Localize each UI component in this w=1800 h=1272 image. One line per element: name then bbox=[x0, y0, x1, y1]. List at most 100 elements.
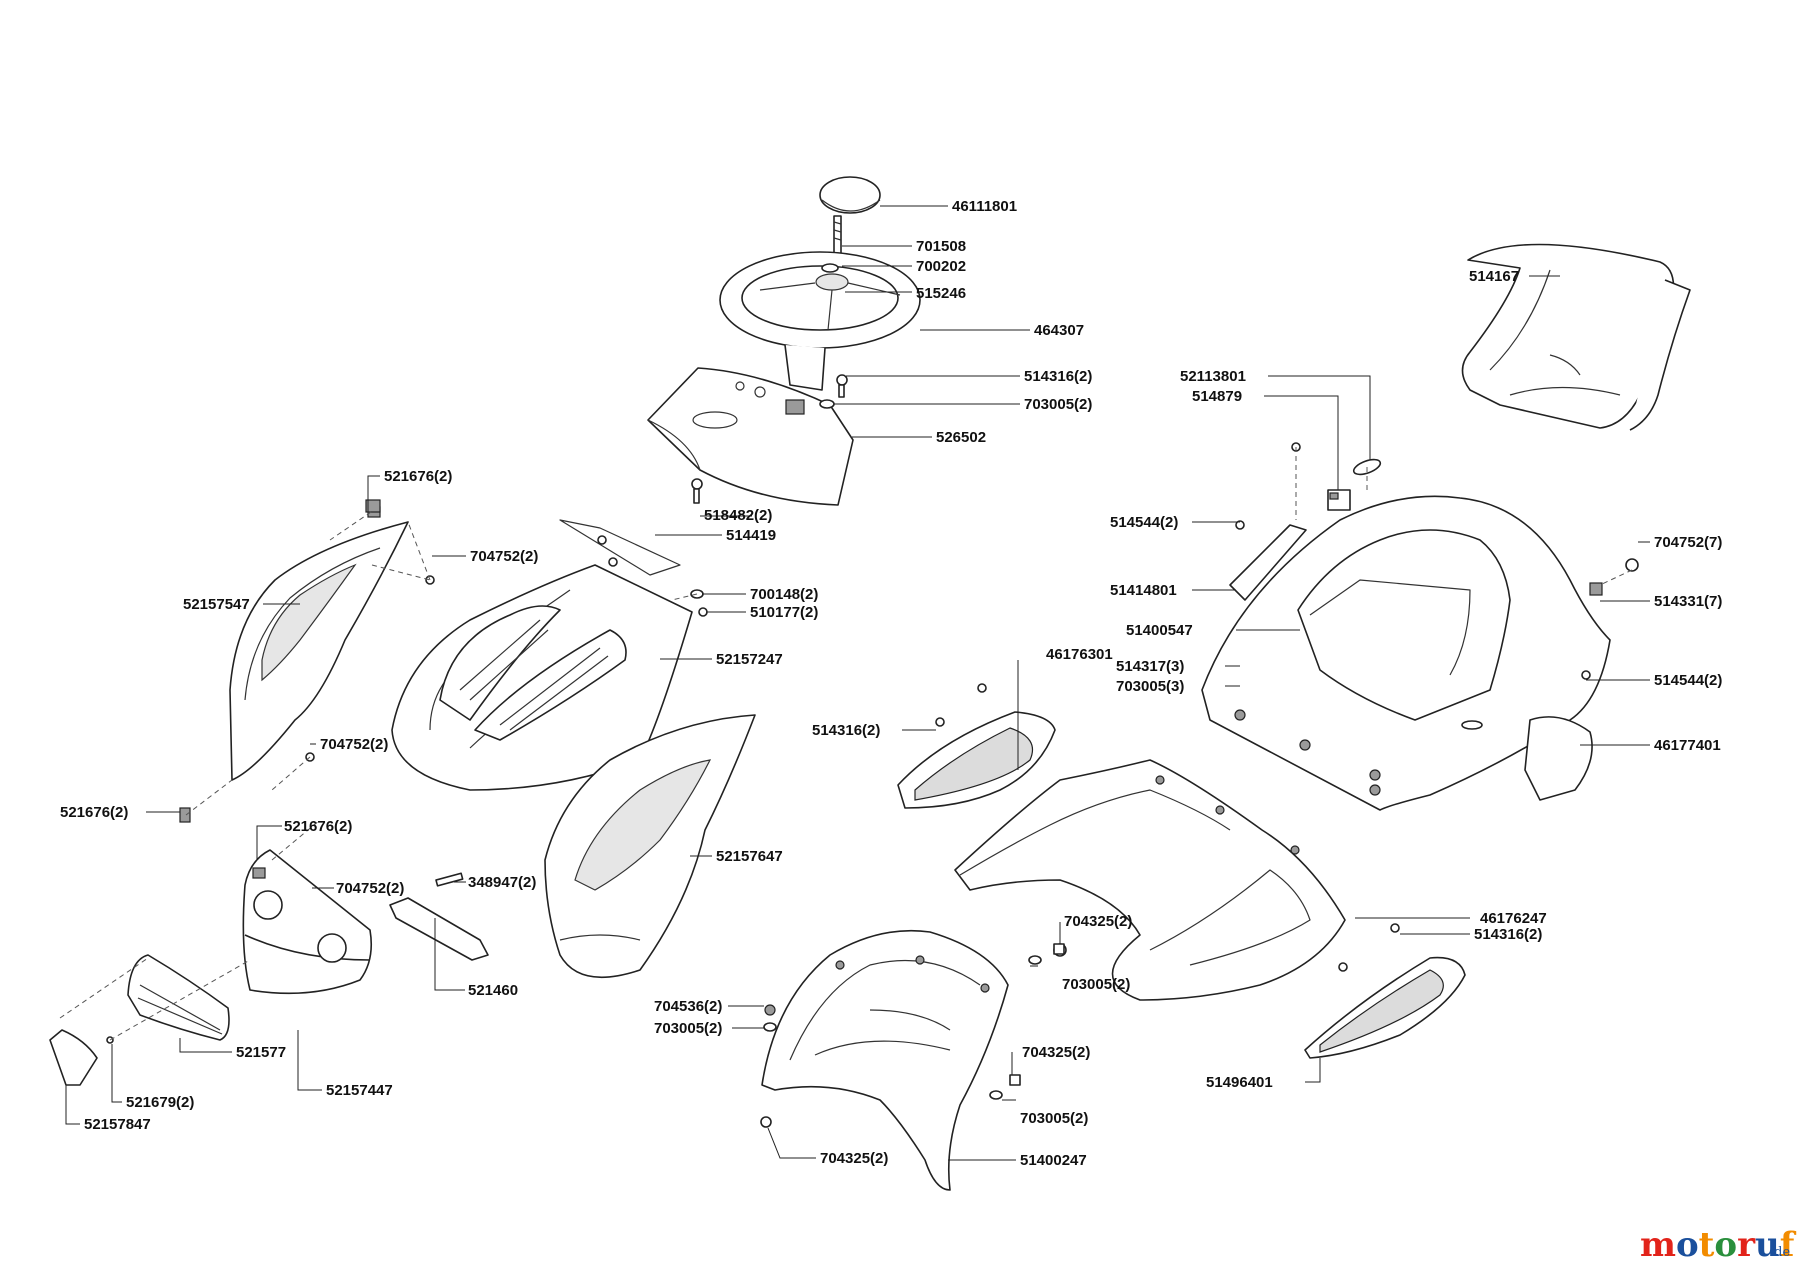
label-704325-c: 704325(2) bbox=[820, 1150, 888, 1167]
screw-514544-a-part bbox=[1235, 442, 1301, 530]
rear-body-part bbox=[1201, 495, 1611, 811]
label-52113801: 52113801 bbox=[1180, 368, 1246, 385]
label-700148: 700148(2) bbox=[750, 586, 818, 603]
switch-514879-part bbox=[1327, 489, 1351, 511]
screw-514544-b-part bbox=[1581, 670, 1591, 680]
label-521676-c: 521676(2) bbox=[284, 818, 352, 835]
washer-703005-c-part bbox=[1028, 955, 1042, 965]
screw-704325-c-part bbox=[760, 1116, 772, 1128]
label-704752-b: 704752(2) bbox=[320, 736, 388, 753]
screw-514316-low-part bbox=[1338, 923, 1400, 972]
label-51400247: 51400247 bbox=[1020, 1152, 1087, 1169]
washer-703005-d-part bbox=[763, 1022, 777, 1032]
label-510177: 510177(2) bbox=[750, 604, 818, 621]
label-46176301: 46176301 bbox=[1046, 646, 1113, 663]
label-514167: 514167 bbox=[1469, 268, 1519, 285]
screw-514316-mid-part bbox=[935, 683, 987, 727]
label-515246: 515246 bbox=[916, 285, 966, 302]
watermark-letter: r bbox=[1737, 1225, 1756, 1265]
label-704752-d: 704752(7) bbox=[1654, 534, 1722, 551]
hood-part bbox=[391, 564, 693, 791]
screw-514316-top-part bbox=[819, 374, 848, 409]
label-703005-top: 703005(2) bbox=[1024, 396, 1092, 413]
label-46176247: 46176247 bbox=[1480, 910, 1547, 927]
lower-flap-part bbox=[49, 1029, 98, 1086]
watermark-brand-text: motoruf bbox=[1640, 1225, 1797, 1265]
watermark-letter: f bbox=[1780, 1225, 1797, 1265]
screw-704325-b-part bbox=[1009, 1074, 1021, 1086]
label-348947: 348947(2) bbox=[468, 874, 536, 891]
label-514316-top: 514316(2) bbox=[1024, 368, 1092, 385]
label-52157247: 52157247 bbox=[716, 651, 783, 668]
label-514544-a: 514544(2) bbox=[1110, 514, 1178, 531]
watermark-letter: t bbox=[1699, 1225, 1715, 1265]
steering-wheel-part bbox=[719, 251, 921, 391]
label-514419: 514419 bbox=[726, 527, 776, 544]
label-704752-a: 704752(2) bbox=[470, 548, 538, 565]
seat-part bbox=[1461, 243, 1691, 431]
label-703005-d: 703005(2) bbox=[654, 1020, 722, 1037]
nut-704536-part bbox=[764, 1004, 776, 1016]
label-701508: 701508 bbox=[916, 238, 966, 255]
label-514544-b: 514544(2) bbox=[1654, 672, 1722, 689]
watermark-letter: m bbox=[1640, 1225, 1676, 1265]
watermark-letter: u bbox=[1755, 1225, 1780, 1265]
front-grille-part bbox=[242, 849, 373, 995]
label-52157847: 52157847 bbox=[84, 1116, 151, 1133]
light-lens-part bbox=[127, 954, 230, 1041]
label-51414801: 51414801 bbox=[1110, 582, 1177, 599]
label-700202: 700202 bbox=[916, 258, 966, 275]
label-703005-e: 703005(2) bbox=[1020, 1110, 1088, 1127]
footrest-plate-left-part bbox=[897, 711, 1056, 809]
screw-704752-d-part bbox=[1625, 558, 1639, 572]
hood-top-plate-part bbox=[559, 519, 681, 576]
label-521676-a: 521676(2) bbox=[384, 468, 452, 485]
floor-pan-part bbox=[954, 759, 1346, 1001]
label-514879: 514879 bbox=[1192, 388, 1242, 405]
label-521460: 521460 bbox=[468, 982, 518, 999]
part-labels: 46111801 701508 700202 515246 464307 514… bbox=[60, 198, 1722, 1169]
steering-cap-part bbox=[819, 176, 881, 214]
label-704325-a: 704325(2) bbox=[1064, 913, 1132, 930]
label-514316-mid: 514316(2) bbox=[812, 722, 880, 739]
screw-704325-a-part bbox=[1053, 943, 1067, 957]
clip-521676-b-part bbox=[179, 807, 191, 823]
label-514316-low: 514316(2) bbox=[1474, 926, 1542, 943]
left-side-panel-part bbox=[229, 506, 409, 781]
label-521676-b: 521676(2) bbox=[60, 804, 128, 821]
screw-510177-part bbox=[698, 607, 708, 617]
label-514331: 514331(7) bbox=[1654, 593, 1722, 610]
assembly-lines bbox=[59, 447, 1633, 1041]
dash-panel-part bbox=[647, 367, 854, 506]
label-514317: 514317(3) bbox=[1116, 658, 1184, 675]
watermark-letter: o bbox=[1714, 1225, 1737, 1265]
label-704536: 704536(2) bbox=[654, 998, 722, 1015]
label-46111801: 46111801 bbox=[952, 198, 1017, 215]
label-464307: 464307 bbox=[1034, 322, 1084, 339]
label-703005-b: 703005(3) bbox=[1116, 678, 1184, 695]
label-703005-c: 703005(2) bbox=[1062, 976, 1130, 993]
label-704325-b: 704325(2) bbox=[1022, 1044, 1090, 1061]
label-704752-c: 704752(2) bbox=[336, 880, 404, 897]
label-526502: 526502 bbox=[936, 429, 986, 446]
label-52157647: 52157647 bbox=[716, 848, 783, 865]
label-521577: 521577 bbox=[236, 1044, 286, 1061]
cover-51414801-part bbox=[1229, 524, 1307, 601]
screw-518482-part bbox=[691, 478, 703, 504]
label-52157547: 52157547 bbox=[183, 596, 250, 613]
clip-521676-a-part bbox=[365, 499, 381, 513]
washer-703005-e-part bbox=[989, 1090, 1003, 1100]
leader-lines bbox=[65, 205, 1650, 1161]
watermark-suffix: .de bbox=[1770, 1245, 1790, 1260]
label-521679: 521679(2) bbox=[126, 1094, 194, 1111]
label-51496401: 51496401 bbox=[1206, 1074, 1273, 1091]
label-46177401: 46177401 bbox=[1654, 737, 1721, 754]
label-518482: 518482(2) bbox=[704, 507, 772, 524]
label-51400547: 51400547 bbox=[1126, 622, 1193, 639]
bracket-521460-part bbox=[389, 897, 489, 961]
watermark-letter: o bbox=[1676, 1225, 1699, 1265]
nut-514331-part bbox=[1589, 582, 1603, 596]
front-frame-part bbox=[761, 929, 1009, 1191]
label-52157447: 52157447 bbox=[326, 1082, 393, 1099]
